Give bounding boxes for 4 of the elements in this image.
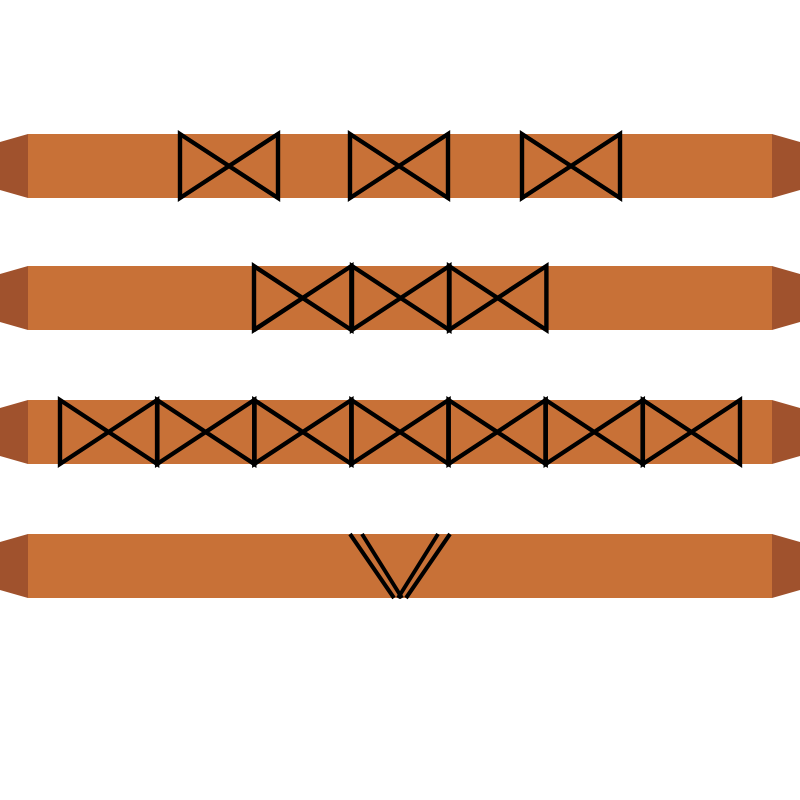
bar-drawing [0, 532, 800, 600]
bar-drawing [0, 395, 800, 469]
bar-drawing [0, 129, 800, 203]
bar-drawing [0, 261, 800, 335]
